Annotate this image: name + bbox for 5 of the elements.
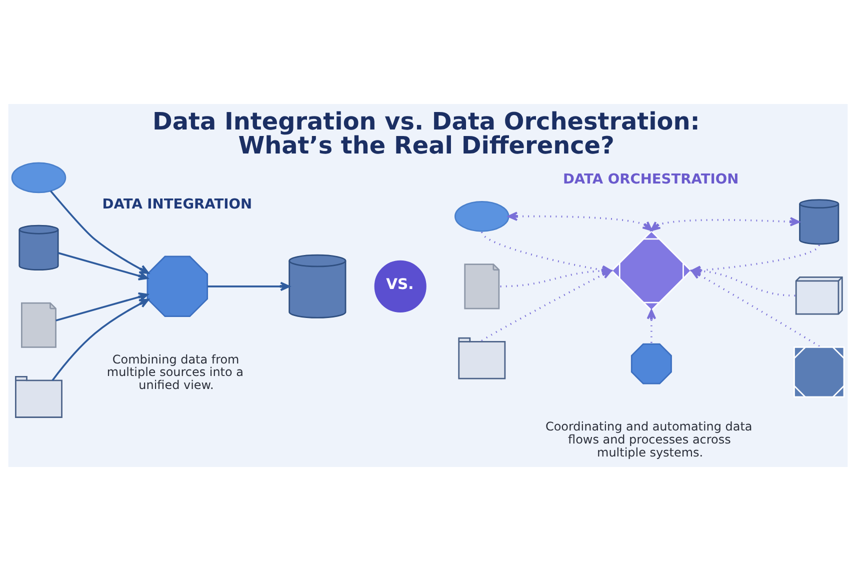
label: DATA ORCHESTRATION [562, 171, 739, 188]
label: Coordinating and automating data flows and processes across multiple systems. [545, 419, 752, 459]
label: DATA INTEGRATION [102, 196, 252, 212]
label: Combining data from multiple sources into a unified view. [106, 352, 244, 392]
diagram-title: Data Integration vs. Data Orchestration: What’s the Real Difference? [152, 107, 700, 160]
